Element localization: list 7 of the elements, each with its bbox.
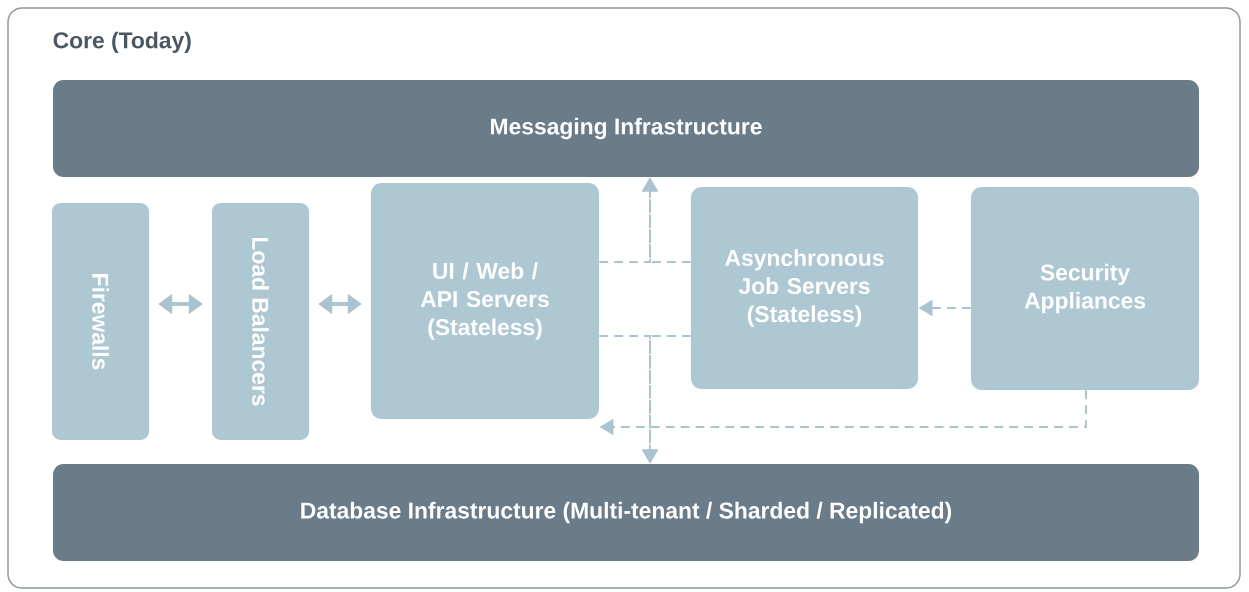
server-box: UI / Web / API Servers (Stateless) bbox=[371, 183, 599, 419]
vertical-box: Load Balancers bbox=[212, 203, 309, 440]
server-box: Security Appliances bbox=[971, 187, 1199, 390]
vertical-box: Firewalls bbox=[52, 203, 149, 440]
layer-band: Database Infrastructure (Multi-tenant / Sharded / Replicated) bbox=[53, 464, 1199, 561]
server-box: Asynchronous Job Servers (Stateless) bbox=[691, 187, 918, 389]
layer-band: Messaging Infrastructure bbox=[53, 80, 1199, 177]
